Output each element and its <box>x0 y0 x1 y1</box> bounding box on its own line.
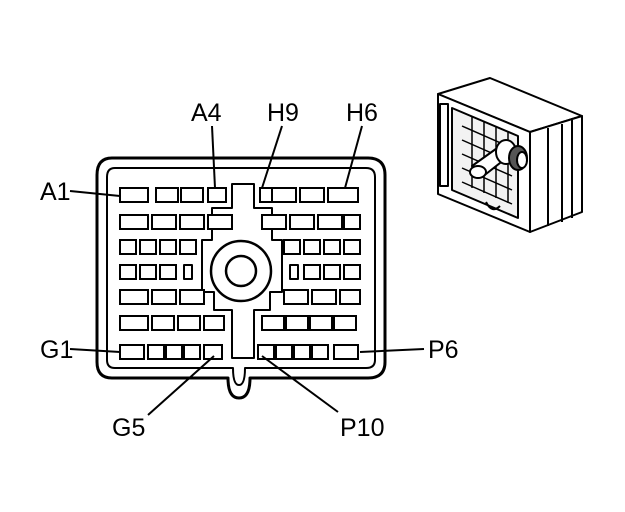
pin-cavity-r3-r1 <box>283 239 301 255</box>
pin-label-h9: H9 <box>267 99 299 127</box>
pin-cavity-r7-l5 <box>203 344 223 360</box>
leader-p10 <box>261 355 339 413</box>
center-hub-inner <box>224 254 258 288</box>
pin-cavity-r1-l2 <box>155 187 179 203</box>
pin-cavity-r7-l3 <box>165 344 183 360</box>
pin-cavity-r7-r4 <box>311 344 329 360</box>
pin-cavity-r4-r1 <box>303 264 321 280</box>
pin-label-h6: H6 <box>346 99 378 127</box>
pin-cavity-r6-r3 <box>309 315 333 331</box>
pin-cavity-r3-r2 <box>303 239 321 255</box>
pin-label-a4: A4 <box>191 99 222 127</box>
inset-right-face <box>529 115 583 233</box>
leader-a4 <box>211 125 216 189</box>
pin-cavity-r6-l1 <box>119 315 149 331</box>
leader-g5 <box>147 355 215 416</box>
pin-cavity-r5-l2 <box>151 289 177 305</box>
inset-bottom-tab <box>485 201 501 211</box>
pin-cavity-r6-r4 <box>333 315 357 331</box>
connector-housing-outer <box>95 156 387 400</box>
pin-cavity-r5-r2 <box>311 289 337 305</box>
leader-a1 <box>69 190 121 197</box>
pin-cavity-r3-r3 <box>323 239 341 255</box>
leader-g1 <box>69 348 121 353</box>
pin-cavity-r4-l3 <box>159 264 177 280</box>
pin-cavity-r4-r3 <box>343 264 361 280</box>
right-post <box>289 264 299 280</box>
pin-cavity-r6-l4 <box>203 315 225 331</box>
pin-cavity-r6-l2 <box>151 315 175 331</box>
pin-cavity-r5-r3 <box>339 289 361 305</box>
pin-cavity-r2-l3 <box>179 214 205 230</box>
pin-cavity-r1-r4 <box>327 187 359 203</box>
pin-cavity-r3-r4 <box>343 239 361 255</box>
leader-h9 <box>261 125 283 189</box>
pin-cavity-r4-l1 <box>119 264 137 280</box>
pin-cavity-r1-l3 <box>180 187 204 203</box>
leader-lines <box>69 125 425 416</box>
pin-label-a1: A1 <box>40 178 71 206</box>
pin-label-g5: G5 <box>112 414 145 442</box>
pin-cavity-r6-l3 <box>177 315 201 331</box>
connector-isometric-view <box>437 77 583 233</box>
leader-p6 <box>359 348 425 353</box>
pin-cavity-r7-l4 <box>183 344 201 360</box>
pin-cavity-r3-l3 <box>159 239 177 255</box>
pin-cavity-r2-l4 <box>207 214 233 230</box>
pin-cavity-r3-l4 <box>179 239 197 255</box>
pin-cavity-r7-r1 <box>257 344 275 360</box>
pin-cavity-r2-r4 <box>343 214 361 230</box>
pin-cavity-r2-l1 <box>119 214 149 230</box>
pin-cavity-r6-r2 <box>285 315 309 331</box>
pin-cavity-r6-r1 <box>261 315 285 331</box>
pin-cavity-r1-l1 <box>119 187 149 203</box>
pin-cavity-r2-r2 <box>289 214 315 230</box>
pin-cavity-r7-r5 <box>333 344 359 360</box>
inset-slot-left <box>439 103 449 187</box>
pin-cavity-r7-r2 <box>275 344 293 360</box>
pin-cavity-r7-l1 <box>119 344 145 360</box>
pin-cavity-r2-r3 <box>317 214 343 230</box>
pin-cavity-r7-l2 <box>147 344 165 360</box>
pin-cavity-r5-r1 <box>283 289 309 305</box>
pin-cavity-r5-l3 <box>179 289 205 305</box>
inset-center-bolt <box>469 139 528 179</box>
pin-cavity-r4-r2 <box>323 264 341 280</box>
leader-h6 <box>344 125 363 189</box>
pin-cavity-r2-l2 <box>151 214 177 230</box>
pin-cavity-r7-r3 <box>293 344 311 360</box>
pin-label-g1: G1 <box>40 336 73 364</box>
pin-cavity-r1-r3 <box>299 187 325 203</box>
pin-cavity-r1-l4 <box>207 187 227 203</box>
pin-cavity-r2-r1 <box>261 214 287 230</box>
pin-label-p10: P10 <box>340 414 384 442</box>
connector-housing-inner <box>106 167 376 386</box>
pin-label-p6: P6 <box>428 336 459 364</box>
pin-cavity-r3-l1 <box>119 239 137 255</box>
pin-cavity-r1-r2 <box>271 187 297 203</box>
pin-cavities <box>119 187 361 360</box>
left-post <box>183 264 193 280</box>
pin-cavity-r5-l1 <box>119 289 149 305</box>
pin-cavity-r3-l2 <box>139 239 157 255</box>
pin-cavity-r4-l2 <box>139 264 157 280</box>
